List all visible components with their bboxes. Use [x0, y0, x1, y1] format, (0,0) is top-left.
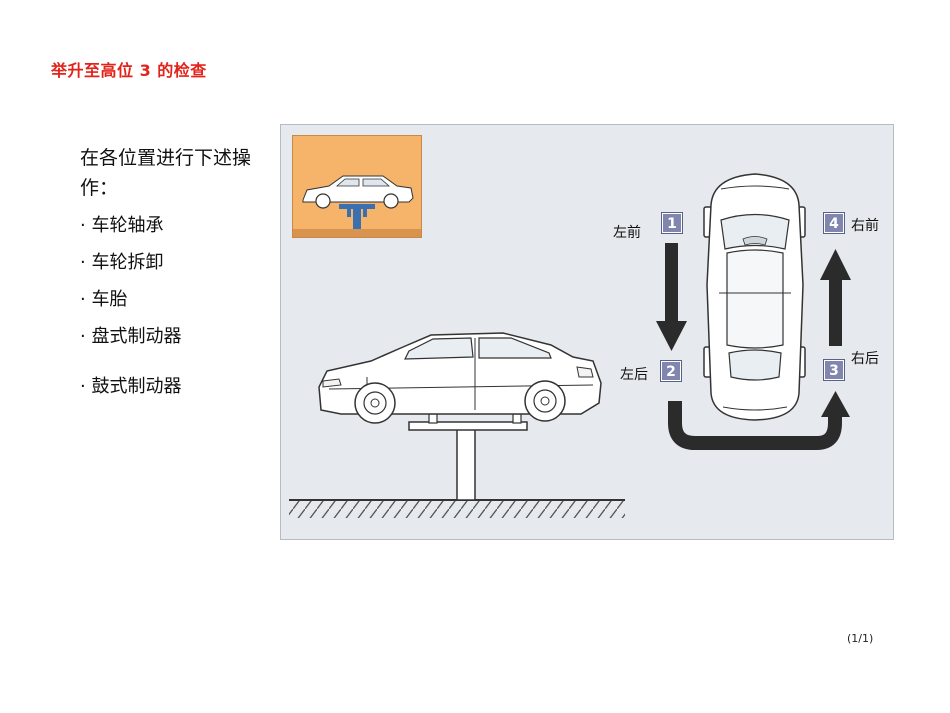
position-badge-1: 1 [661, 212, 683, 234]
position-badge-4: 4 [823, 212, 845, 234]
list-item: · 盘式制动器 [80, 326, 182, 347]
lift-arm [408, 421, 528, 431]
list-item: · 车轮拆卸 [80, 252, 164, 273]
list-item: · 车轮轴承 [80, 215, 164, 236]
lift-diagram: 左前 1 左后 2 3 右后 4 右前 [280, 124, 894, 540]
page-title: 举升至高位 3 的检查 [51, 61, 207, 80]
list-item: · 车胎 [80, 289, 128, 310]
list-item: · 鼓式制动器 [80, 376, 182, 397]
arrow-up [820, 249, 851, 346]
ground-hatch [289, 500, 625, 518]
arrow-u-turn [668, 391, 850, 450]
lifted-car [318, 332, 602, 424]
top-view-car [703, 173, 806, 421]
position-badge-3: 3 [823, 359, 845, 381]
arrow-down [656, 243, 687, 351]
position-label-left-rear: 左后 [620, 367, 648, 383]
diagram-graphics [289, 173, 851, 518]
position-label-left-front: 左前 [613, 225, 641, 241]
lift-height-thumbnail [292, 135, 422, 238]
intro-text: 在各位置进行下述操作： [80, 147, 252, 199]
position-label-right-rear: 右后 [851, 351, 879, 367]
position-badge-2: 2 [660, 360, 682, 382]
position-label-right-front: 右前 [851, 218, 879, 234]
page-number: (1/1) [847, 632, 874, 645]
lift-post [456, 427, 476, 501]
